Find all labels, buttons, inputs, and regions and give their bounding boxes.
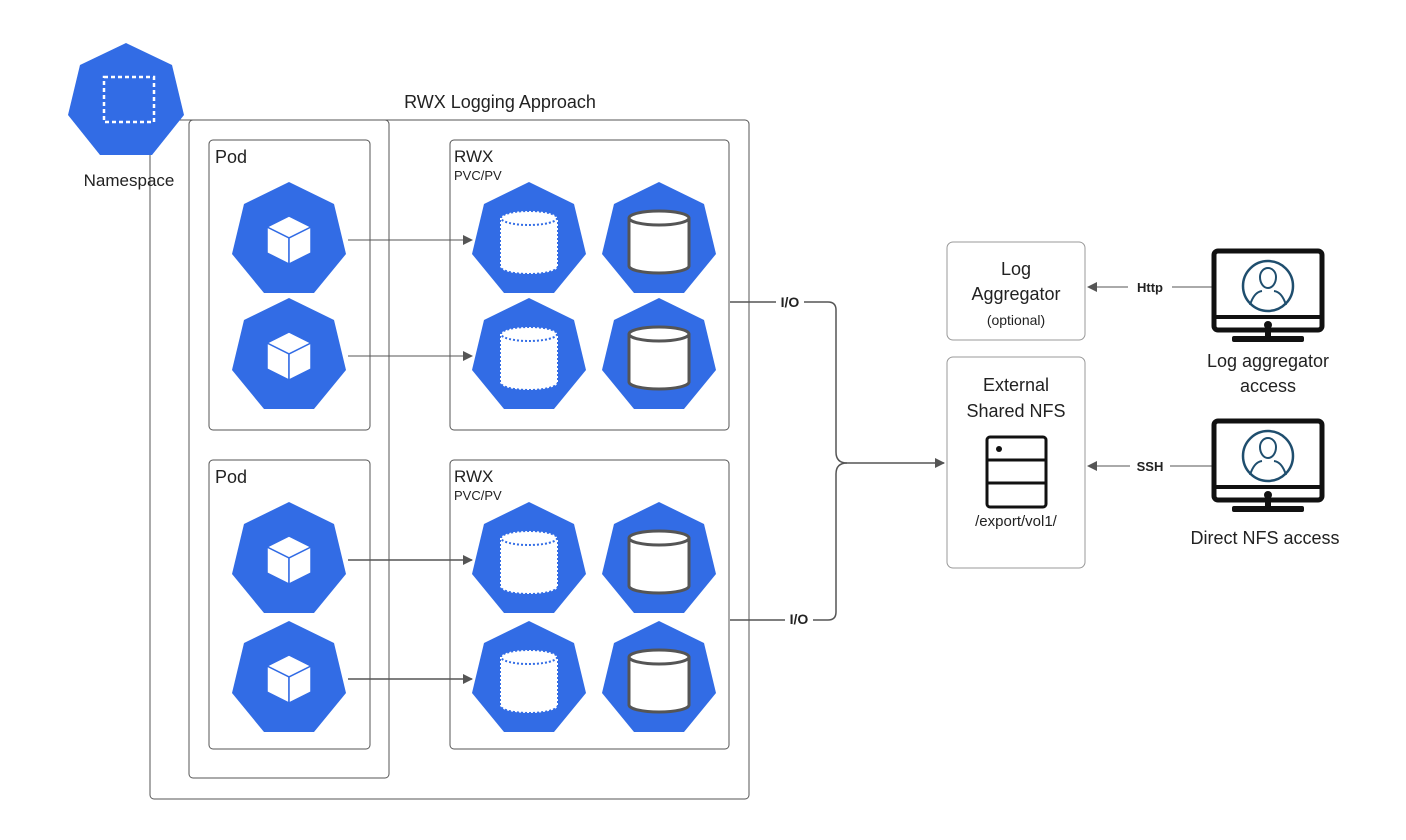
pv-icon xyxy=(602,502,716,613)
io-label-1: I/O xyxy=(781,294,800,310)
ssh-label: SSH xyxy=(1137,459,1164,474)
namespace-icon xyxy=(68,43,184,155)
namespace-label: Namespace xyxy=(84,171,175,190)
pod-label-2: Pod xyxy=(215,467,247,487)
pod-box-1 xyxy=(208,139,371,431)
pvc-icon xyxy=(472,182,586,293)
server-icon xyxy=(985,435,1048,509)
client-1-line2: access xyxy=(1240,376,1296,396)
log-aggregator-line1: Log xyxy=(1001,259,1031,279)
pv-icon xyxy=(602,298,716,409)
pvc-icon xyxy=(472,298,586,409)
io-label-2: I/O xyxy=(790,611,809,627)
log-aggregator-box xyxy=(946,241,1086,341)
pv-icon xyxy=(602,182,716,293)
rwx-box-1 xyxy=(449,139,730,431)
rwx-title-2: RWX xyxy=(454,467,493,486)
monitor-user-icon xyxy=(1211,248,1325,342)
log-aggregator-line2: Aggregator xyxy=(971,284,1060,304)
pods-column xyxy=(188,119,390,779)
pv-icon xyxy=(602,621,716,732)
io-connector-1 xyxy=(730,301,945,468)
monitor-user-icon xyxy=(1211,418,1325,512)
rwx-subtitle-1: PVC/PV xyxy=(454,168,502,183)
pod-icon xyxy=(232,298,346,409)
http-label: Http xyxy=(1137,280,1163,295)
pod-icon xyxy=(232,182,346,293)
pod-icon xyxy=(232,502,346,613)
rwx-box-2 xyxy=(449,459,730,750)
pod-box-2 xyxy=(208,459,371,750)
nfs-path: /export/vol1/ xyxy=(975,513,1058,530)
pod-icon xyxy=(232,621,346,732)
log-aggregator-note: (optional) xyxy=(987,312,1045,328)
pvc-icon xyxy=(472,502,586,613)
pod-label-1: Pod xyxy=(215,147,247,167)
pvc-icon xyxy=(472,621,586,732)
rwx-title-1: RWX xyxy=(454,147,493,166)
client-1-line1: Log aggregator xyxy=(1207,351,1329,371)
io-connector-2 xyxy=(730,462,848,621)
namespace-container xyxy=(149,119,750,800)
nfs-line2: Shared NFS xyxy=(966,401,1065,421)
nfs-line1: External xyxy=(983,375,1049,395)
diagram-title: RWX Logging Approach xyxy=(404,92,596,112)
rwx-subtitle-2: PVC/PV xyxy=(454,488,502,503)
client-2-line1: Direct NFS access xyxy=(1190,528,1339,548)
